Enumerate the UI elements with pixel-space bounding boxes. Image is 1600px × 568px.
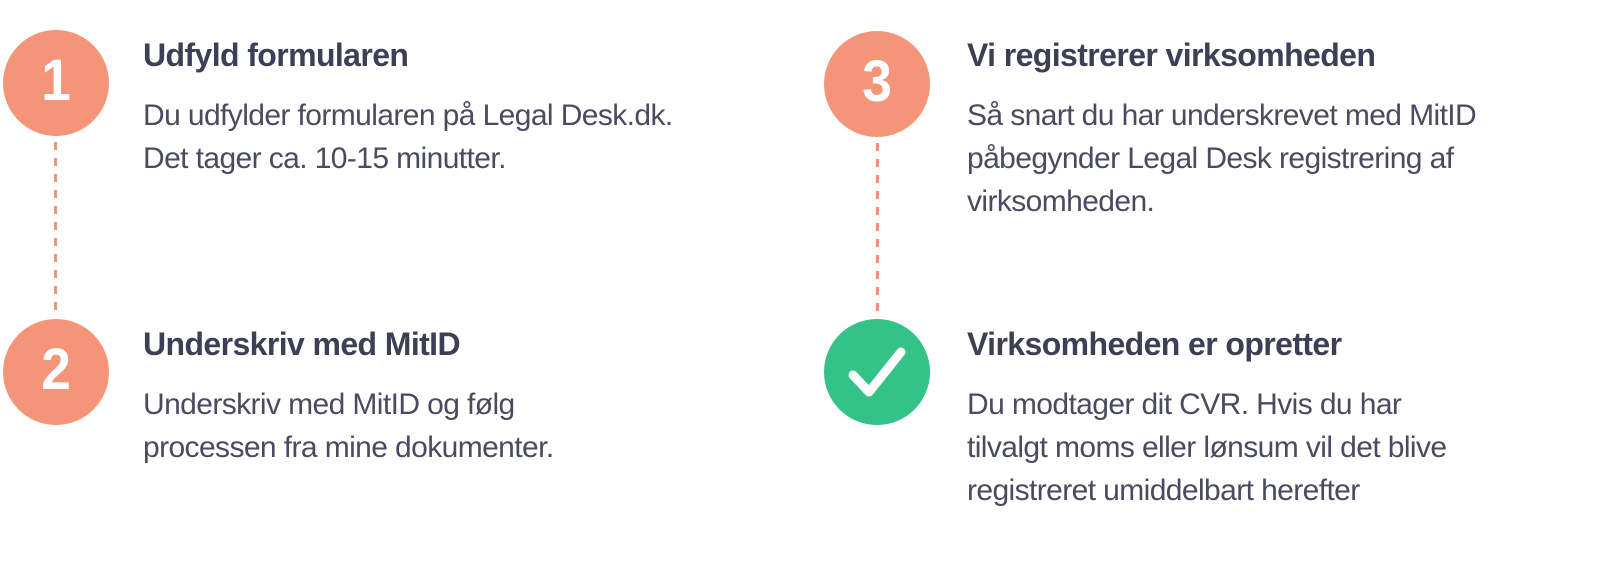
step-3-marker: 3 (824, 31, 930, 137)
step-1-marker: 1 (3, 30, 109, 136)
dashed-connector-left (54, 142, 57, 314)
step-4-text-block: Virksomheden er opretter Du modtager dit… (967, 325, 1597, 512)
checkmark-icon (848, 347, 906, 397)
step-3-text-block: Vi registrerer virksomheden Så snart du … (967, 36, 1587, 223)
step-1-text-block: Udfyld formularen Du udfylder formularen… (143, 36, 811, 180)
step-2-marker: 2 (3, 319, 109, 425)
step-3-description: Så snart du har underskrevet med MitID p… (967, 99, 1477, 218)
step-1-description: Du udfylder formularen på Legal Desk.dk.… (143, 99, 673, 175)
step-2-description: Underskriv med MitID og følg processen f… (143, 388, 554, 464)
step-1-number: 1 (41, 48, 72, 113)
step-3-title: Vi registrerer virksomheden (967, 37, 1376, 73)
dashed-connector-right (876, 143, 879, 314)
step-4-marker (824, 319, 930, 425)
step-2-text-block: Underskriv med MitID Underskriv med MitI… (143, 325, 811, 469)
step-4-description: Du modtager dit CVR. Hvis du har tilvalg… (967, 388, 1447, 507)
step-3-number: 3 (862, 49, 893, 114)
step-2-title: Underskriv med MitID (143, 326, 461, 362)
step-2-number: 2 (41, 337, 72, 402)
step-1-title: Udfyld formularen (143, 37, 409, 73)
step-4-title: Virksomheden er opretter (967, 326, 1342, 362)
